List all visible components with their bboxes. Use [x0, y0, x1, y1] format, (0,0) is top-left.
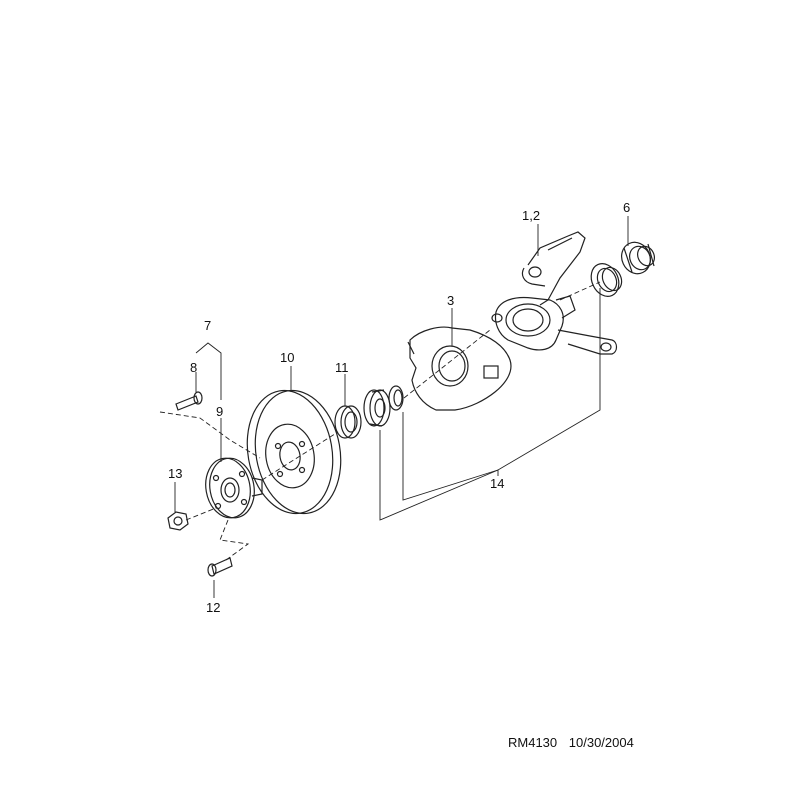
callout-hub: 9	[216, 404, 223, 419]
callout-disc: 10	[280, 350, 294, 365]
inner-bearing	[388, 385, 404, 411]
wheel-hub	[205, 457, 263, 519]
steering-knuckle	[491, 231, 618, 355]
splash-shield	[407, 326, 512, 411]
callout-splash-shield: 3	[447, 293, 454, 308]
callout-knuckle: 1,2	[522, 208, 540, 223]
inner-bearing-ring	[590, 263, 623, 297]
outer-seal	[621, 241, 655, 275]
callout-group-bolt-hub: 7	[204, 318, 211, 333]
callout-nut: 13	[168, 466, 182, 481]
callout-seal-outer: 6	[623, 200, 630, 215]
hub-nut	[167, 511, 189, 531]
callout-bearing-set: 14	[490, 476, 504, 491]
bolt	[175, 391, 203, 411]
drawing-code: RM4130	[508, 735, 558, 750]
leader-lines	[159, 216, 629, 598]
callout-bearing-outer: 11	[335, 360, 349, 375]
wheel-stud	[207, 557, 233, 577]
drawing-date: 10/30/2004	[568, 735, 634, 750]
callout-labels: 1,2 6 3 7 8 9 10 11 12 13 14	[168, 200, 630, 615]
brake-disc	[246, 389, 342, 515]
callout-stud: 12	[206, 600, 220, 615]
callout-bolt: 8	[190, 360, 197, 375]
bearing-race	[334, 405, 362, 439]
tapered-roller-bearing	[363, 389, 391, 427]
drawing-footer: RM4130 10/30/2004	[508, 735, 634, 750]
